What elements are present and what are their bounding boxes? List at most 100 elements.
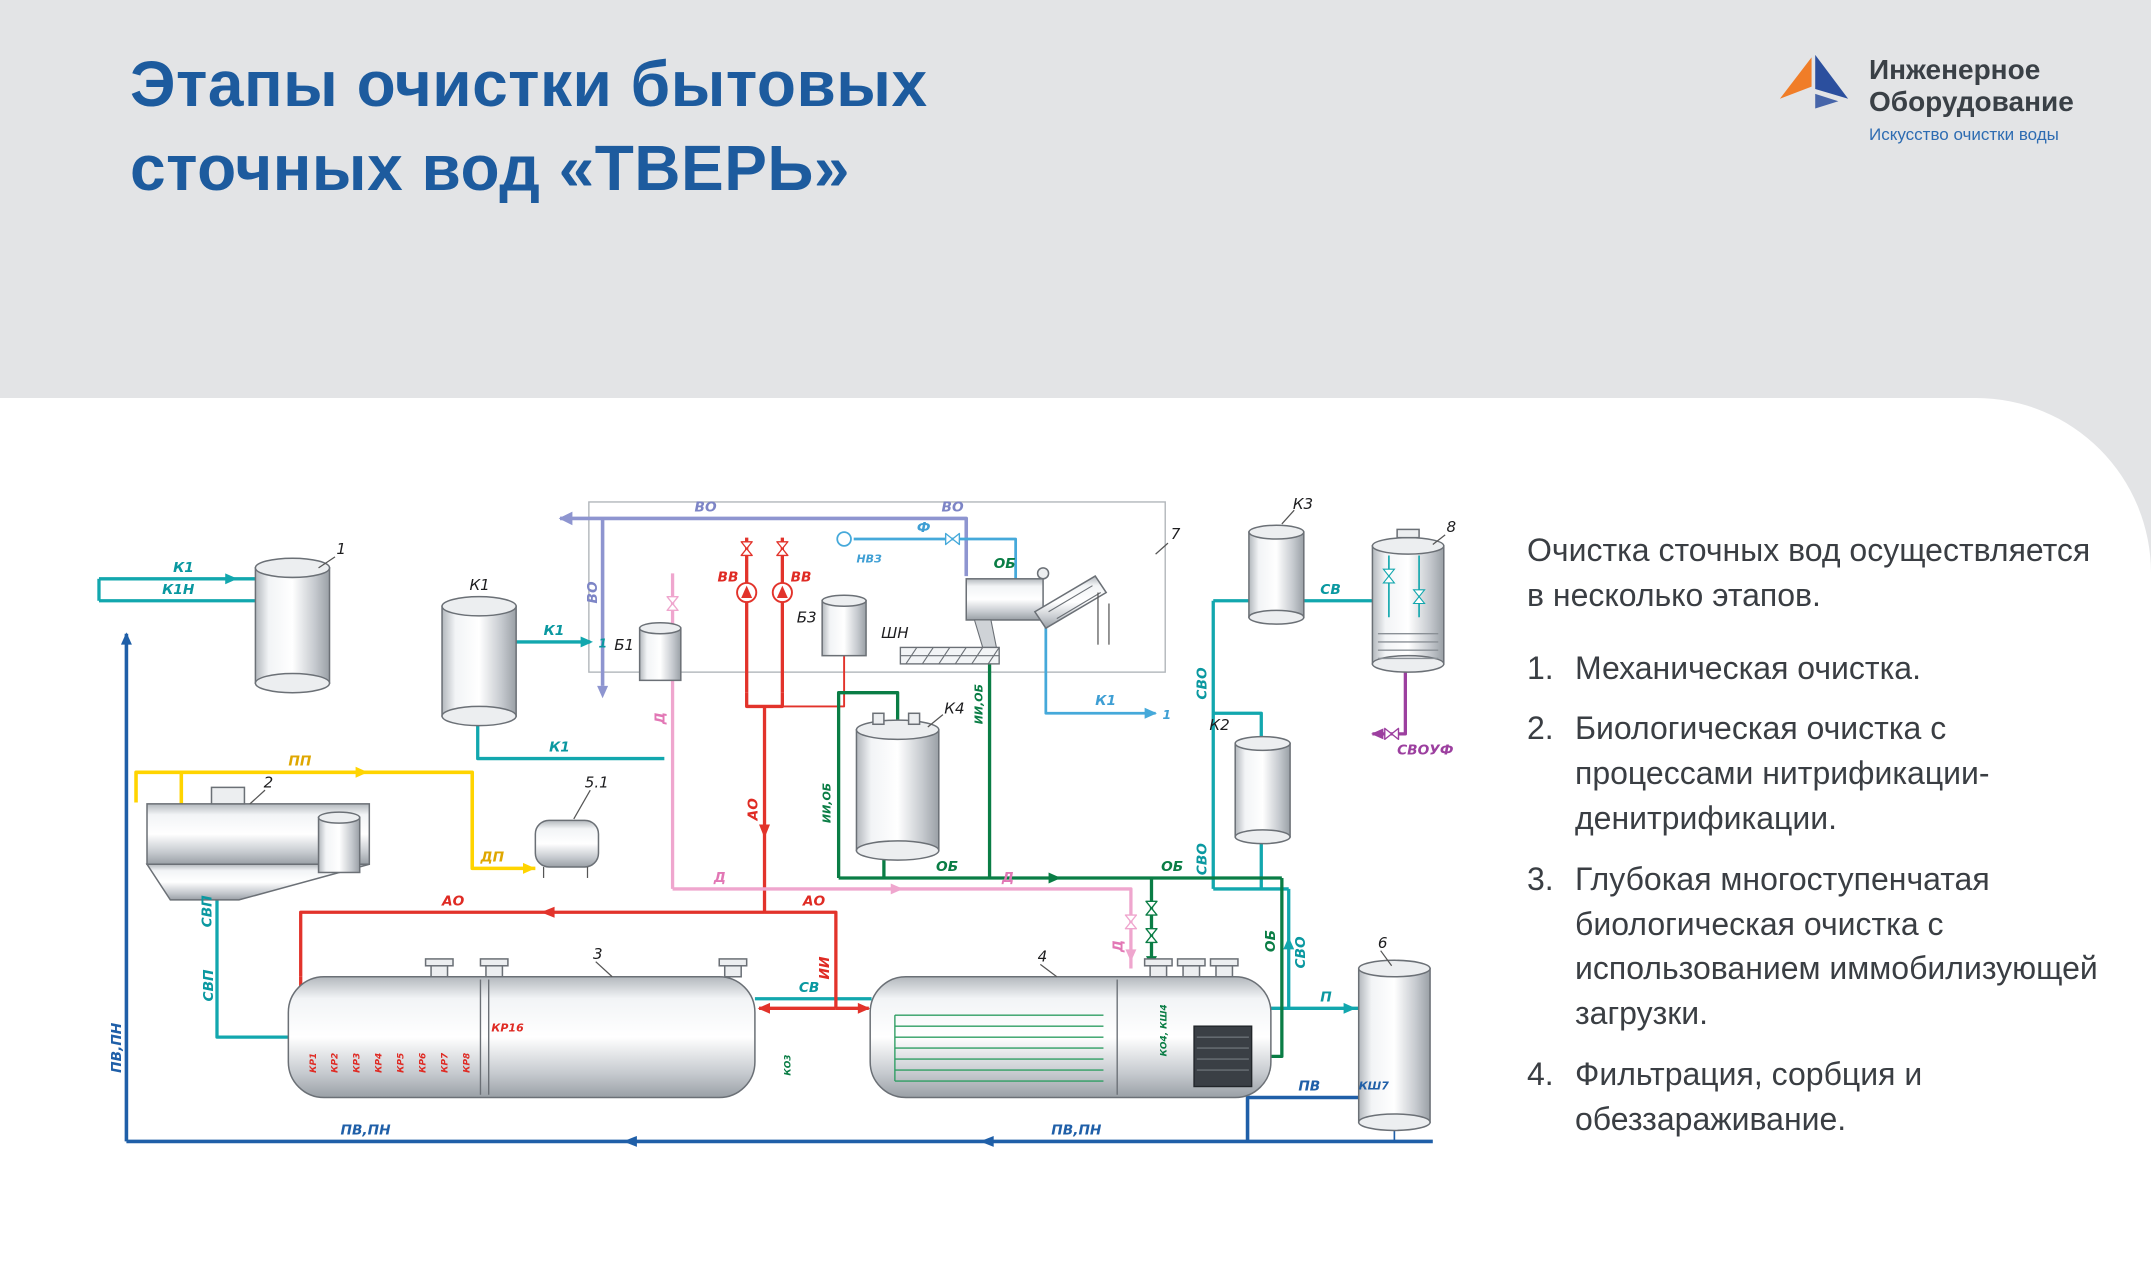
logo-name-line-1: Инженерное — [1869, 54, 2041, 85]
title-line-1: Этапы очистки бытовых — [130, 48, 928, 120]
pipe-label-pv-pn: ПВ,ПН — [109, 1022, 125, 1073]
valve-label-kr: КР7 — [441, 1052, 451, 1073]
equipment-number-6: 6 — [1378, 934, 1388, 952]
title-line-2: сточных вод «ТВЕРЬ» — [130, 132, 850, 205]
tank-k2-filter — [1234, 735, 1291, 845]
pipe-label-pv-pn: ПВ,ПН — [340, 1123, 391, 1139]
step-item-1: 1. Механическая очистка. — [1527, 646, 2102, 691]
pipe-label-ii: ИИ — [817, 956, 833, 979]
tank-3-aeration — [287, 958, 756, 1099]
pipe-label-svp: СВП — [200, 895, 216, 928]
pipe-label-svp: СВП — [201, 969, 217, 1002]
pipes-yellow-scum — [134, 766, 536, 874]
pipe-label-ob: ОБ — [936, 859, 958, 875]
logo-tagline: Искусство очистки воды — [1869, 125, 2059, 145]
steps-list: 1. Механическая очистка. 2. Биологическая … — [1527, 646, 2102, 1142]
valve-label-kr: КР3 — [353, 1053, 363, 1073]
tank-k3-filter — [1248, 509, 1305, 625]
pipe-label-pv: ПВ — [1298, 1079, 1320, 1095]
pipe-label-vv: ВВ — [791, 570, 812, 586]
equipment-number-8: 8 — [1447, 518, 1457, 536]
equipment-label-ob: ОБ — [994, 556, 1016, 572]
step-number: 4. — [1527, 1055, 1554, 1092]
step-number: 1. — [1527, 649, 1554, 686]
tank-6-wash-water — [1357, 950, 1431, 1132]
flow-destination-tag: 1 — [1162, 708, 1171, 722]
equipment-label-k3: К3 — [1293, 495, 1313, 513]
logo-name-line-2: Оборудование — [1869, 86, 2074, 118]
pipe-label-svo: СВО — [1293, 936, 1309, 969]
pipe-label-f: Ф — [917, 520, 931, 536]
tank-8-sorption-uv — [1371, 528, 1446, 673]
step-text: Биологическая очистка с процессами нитри… — [1575, 710, 1990, 836]
pipe-label-d: Д — [1111, 940, 1127, 953]
pipe-label-k1: К1 — [549, 740, 570, 756]
equipment-number-5-1: 5.1 — [585, 773, 609, 791]
step-text: Механическая очистка. — [1575, 649, 1921, 686]
equipment-number-4: 4 — [1038, 948, 1048, 966]
pipe-label-ob: ОБ — [1263, 930, 1279, 952]
pipe-label-vo: ВО — [585, 581, 601, 603]
equipment-label-shn: ШН — [881, 624, 908, 642]
pipes-teal-sewage — [97, 573, 1373, 1039]
pipe-label-k1: К1 — [173, 560, 194, 576]
valve-label-kr: КР5 — [397, 1053, 407, 1073]
tank-5-1-dosing — [534, 789, 600, 878]
pipe-label-p: П — [1320, 989, 1332, 1005]
valve-label-ksh7: КШ7 — [1359, 1079, 1390, 1092]
pipe-label-ob: ОБ — [1161, 859, 1183, 875]
step-text: Глубокая многоступенчатая биологическая … — [1575, 860, 2098, 1032]
equipment-number-2: 2 — [264, 773, 274, 791]
valve-label-kr: КР8 — [462, 1053, 472, 1073]
pipe-label-sv: СВ — [1320, 582, 1341, 598]
pipe-label-pv-pn: ПВ,ПН — [1051, 1123, 1102, 1139]
equipment-label-k1: К1 — [469, 576, 489, 594]
pipe-label-d: Д — [713, 870, 726, 886]
equipment-label-k2: К2 — [1209, 716, 1229, 734]
valve-label-kr16: КР16 — [491, 1022, 524, 1035]
diagram-labels: К1 К1Н К1 1 К1 СВП СВП СВ СВ СВО СВО СВО… — [109, 495, 1456, 1139]
tank-k1-pump-station — [441, 595, 517, 727]
logo-arrow-icon — [1779, 54, 1849, 109]
pipe-label-pp: ПП — [288, 753, 311, 769]
pipes-purple-uv — [1371, 672, 1408, 741]
pipe-label-k1: К1 — [544, 623, 565, 639]
valve-label-kr: КР2 — [331, 1053, 341, 1073]
step-text: Фильтрация, сорбция и обеззараживание. — [1575, 1055, 1923, 1137]
intro-text: Очистка сточных вод осуществляется в нес… — [1527, 532, 2091, 613]
aeration-grid — [894, 1014, 1104, 1082]
equipment-number-3: 3 — [593, 945, 603, 963]
tank-3-nozzles — [424, 958, 748, 978]
equipment-number-1: 1 — [336, 540, 346, 558]
tank-k4-bioreactor-column — [855, 712, 944, 861]
pipe-label-vv: ВВ — [718, 570, 739, 586]
valve-label-kr: КР1 — [309, 1053, 319, 1073]
pipe-label-svo: СВО — [1194, 843, 1210, 876]
pipe-label-ii-ob: ИИ,ОБ — [973, 684, 986, 724]
tank-b3-reagent — [821, 594, 867, 657]
tank-4-bioreactor — [869, 958, 1272, 1099]
page-title: Этапы очистки бытовых сточных вод «ТВЕРЬ» — [130, 42, 928, 211]
flow-destination-tag: 1 — [598, 636, 607, 650]
step-number: 3. — [1527, 860, 1554, 897]
pipe-label-svouf: СВОУФ — [1397, 742, 1454, 758]
step-item-3: 3. Глубокая многоступенчатая биологическа… — [1527, 857, 2102, 1036]
pipe-label-d: Д — [1001, 870, 1014, 886]
pipes-blue-wash-water — [120, 632, 1433, 1147]
equipment-label-b1: Б1 — [614, 636, 634, 654]
pipe-label-vo: ВО — [695, 500, 717, 516]
immobilized-media-module — [1193, 1025, 1253, 1088]
pipe-label-vo: ВО — [942, 500, 964, 516]
belt-thickener-ob — [965, 542, 1169, 648]
step-number: 2. — [1527, 710, 1554, 747]
equipment-label-b3: Б3 — [797, 609, 817, 627]
valve-label-kr: КР6 — [419, 1053, 429, 1073]
pipe-label-svo: СВО — [1194, 667, 1210, 700]
step-item-2: 2. Биологическая очистка с процессами нит… — [1527, 706, 2102, 840]
pipe-label-sv: СВ — [799, 980, 820, 996]
skid-7-outline — [588, 501, 1166, 673]
valve-label-ko3: КО3 — [784, 1055, 794, 1076]
